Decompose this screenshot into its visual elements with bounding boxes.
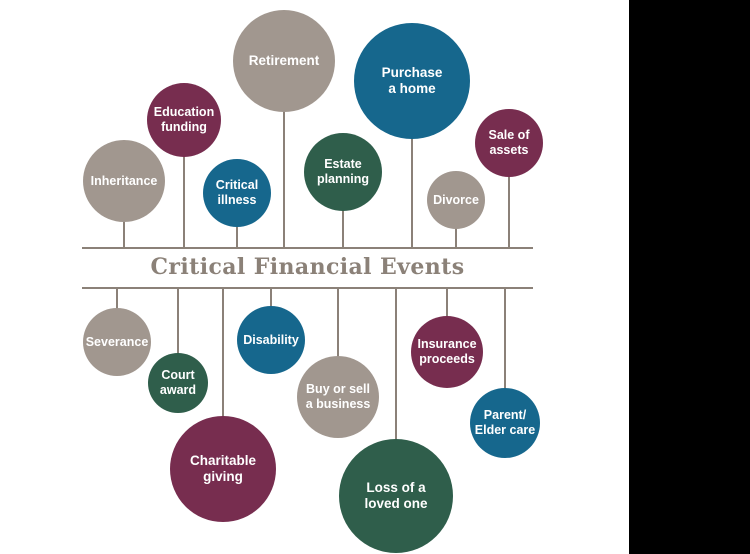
stem-severance	[116, 287, 118, 311]
bubble-buy-or-sell-a-business: Buy or sell a business	[297, 356, 379, 438]
stem-inheritance	[123, 219, 125, 248]
bubble-label: Court award	[159, 368, 197, 397]
stem-retirement	[283, 109, 285, 248]
stem-court-award	[177, 287, 179, 356]
bubble-label: Education funding	[153, 105, 215, 134]
stem-insurance-proceeds	[446, 287, 448, 319]
bubble-education-funding: Education funding	[147, 83, 221, 157]
bubble-label: Disability	[243, 332, 299, 347]
bubble-label: Charitable giving	[189, 452, 257, 484]
bubble-estate-planning: Estate planning	[304, 133, 382, 211]
bubble-disability: Disability	[237, 306, 305, 374]
stem-education-funding	[183, 154, 185, 248]
bubble-retirement: Retirement	[233, 10, 335, 112]
bubble-loss-of-a-loved-one: Loss of a loved one	[339, 439, 453, 553]
top-axis-line	[82, 247, 533, 249]
bubble-label: Purchase a home	[381, 64, 443, 96]
stem-purchase-a-home	[411, 136, 413, 248]
stem-loss-of-a-loved-one	[395, 287, 397, 442]
bubble-label: Insurance proceeds	[417, 337, 477, 366]
bubble-severance: Severance	[83, 308, 151, 376]
bubble-insurance-proceeds: Insurance proceeds	[411, 316, 483, 388]
bubble-label: Loss of a loved one	[364, 479, 428, 511]
bubble-label: Inheritance	[90, 173, 158, 188]
bubble-divorce: Divorce	[427, 171, 485, 229]
bubble-inheritance: Inheritance	[83, 140, 165, 222]
bubble-label: Divorce	[433, 192, 479, 207]
bubble-label: Critical illness	[215, 178, 259, 207]
bubble-label: Severance	[85, 334, 149, 349]
stem-parent-elder-care	[504, 287, 506, 391]
bubble-critical-illness: Critical illness	[203, 159, 271, 227]
bubble-label: Parent/ Elder care	[474, 408, 536, 437]
right-black-panel	[629, 0, 750, 554]
stem-charitable-giving	[222, 287, 224, 419]
stem-buy-or-sell-a-business	[337, 287, 339, 359]
bubble-label: Buy or sell a business	[305, 382, 371, 411]
stem-disability	[270, 287, 272, 309]
bubble-label: Retirement	[248, 52, 320, 68]
bubble-court-award: Court award	[148, 353, 208, 413]
bubble-sale-of-assets: Sale of assets	[475, 109, 543, 177]
bubble-charitable-giving: Charitable giving	[170, 416, 276, 522]
stem-critical-illness	[236, 224, 238, 248]
bottom-axis-line	[82, 287, 533, 289]
bubble-label: Estate planning	[316, 157, 370, 186]
stem-estate-planning	[342, 208, 344, 248]
diagram-title: Critical Financial Events	[150, 254, 465, 280]
bubble-purchase-a-home: Purchase a home	[354, 23, 470, 139]
stem-sale-of-assets	[508, 174, 510, 248]
stem-divorce	[455, 226, 457, 248]
bubble-label: Sale of assets	[488, 128, 530, 157]
bubble-parent-elder-care: Parent/ Elder care	[470, 388, 540, 458]
